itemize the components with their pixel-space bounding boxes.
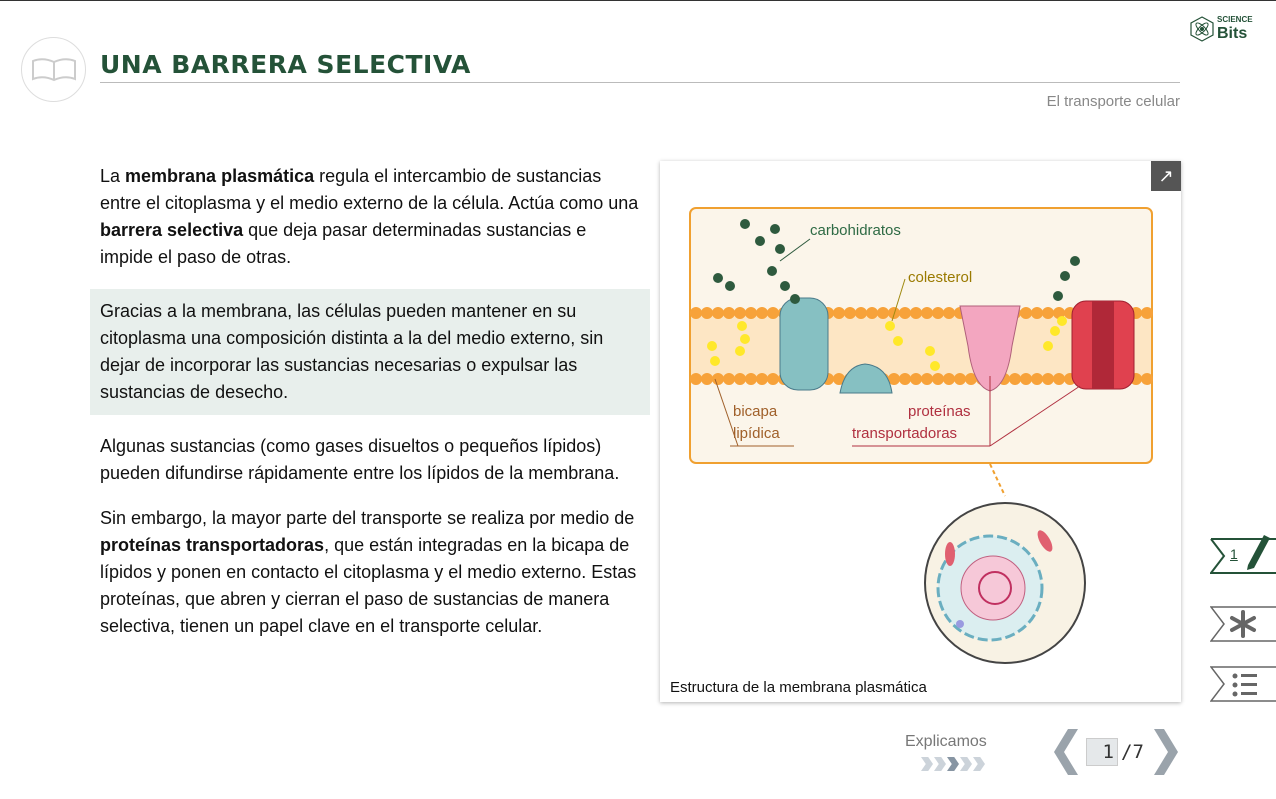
- lipid-head: [888, 373, 900, 385]
- step: [973, 757, 985, 771]
- lipid-head: [701, 307, 713, 319]
- bold-term: proteínas transportadoras: [100, 535, 325, 555]
- atom-icon: [1190, 16, 1214, 42]
- paragraph-1: La membrana plasmática regula el interca…: [100, 163, 640, 271]
- logo-small-text: SCIENCE: [1217, 15, 1253, 24]
- lipid-head: [723, 307, 735, 319]
- paragraph-4: Sin embargo, la mayor parte del transpor…: [100, 505, 640, 640]
- prev-page-button[interactable]: [1050, 727, 1080, 777]
- lipid-head: [767, 307, 779, 319]
- lipid-head: [1141, 373, 1153, 385]
- label-carbohidratos: carbohidratos: [810, 222, 901, 239]
- step: [934, 757, 946, 771]
- title-divider: [100, 82, 1180, 83]
- lipid-head: [745, 373, 757, 385]
- label-transportadoras: transportadoras: [852, 425, 957, 442]
- lipid-head: [712, 373, 724, 385]
- page-title: UNA BARRERA SELECTIVA: [100, 50, 471, 79]
- lipid-head: [767, 373, 779, 385]
- lipid-head: [899, 307, 911, 319]
- text-span: regula el intercambio de sustancias entr…: [100, 166, 639, 213]
- asterisk-icon[interactable]: [1209, 606, 1276, 642]
- expand-icon[interactable]: ↗: [1151, 161, 1181, 191]
- lipid-head: [943, 373, 955, 385]
- lipid-head: [723, 373, 735, 385]
- section-subtitle: El transporte celular: [1046, 93, 1180, 110]
- lipid-head: [954, 373, 966, 385]
- bold-term: barrera selectiva: [100, 220, 244, 240]
- page-total: /7: [1121, 741, 1144, 763]
- label-colesterol: colesterol: [908, 269, 972, 286]
- book-icon[interactable]: [21, 37, 86, 102]
- lipid-head: [833, 373, 845, 385]
- lipid-head: [1141, 307, 1153, 319]
- lipid-head: [1031, 373, 1043, 385]
- text-span: Sin embargo, la mayor parte del transpor…: [100, 508, 635, 528]
- label-bicapa: bicapa: [733, 403, 778, 420]
- lipid-head: [1009, 373, 1021, 385]
- lipid-head: [965, 373, 977, 385]
- lipid-head: [910, 307, 922, 319]
- logo-big-text: Bits: [1217, 25, 1248, 42]
- lipid-head: [932, 307, 944, 319]
- text-span: que deja pasar determinadas sustancias e…: [100, 220, 587, 267]
- lipid-head: [701, 373, 713, 385]
- highlighted-paragraph: Gracias a la membrana, las células puede…: [90, 289, 650, 415]
- lipid-head: [712, 307, 724, 319]
- lipid-head: [690, 373, 702, 385]
- label-lipidica: lipídica: [733, 425, 780, 442]
- text-span: , que están integradas en la bicapa de l…: [100, 535, 637, 636]
- lipid-head: [921, 373, 933, 385]
- lipid-head: [844, 307, 856, 319]
- lipid-head: [877, 307, 889, 319]
- body-text: La membrana plasmática regula el interca…: [90, 163, 650, 658]
- lipid-head: [855, 307, 867, 319]
- step: [960, 757, 972, 771]
- lipid-head: [756, 373, 768, 385]
- lipid-head: [833, 307, 845, 319]
- lipid-head: [1053, 373, 1065, 385]
- step: [921, 757, 933, 771]
- lipid-head: [943, 307, 955, 319]
- notes-count: 1: [1230, 546, 1238, 562]
- lipid-head: [734, 373, 746, 385]
- label-proteinas: proteínas: [908, 403, 971, 420]
- lipid-head: [932, 373, 944, 385]
- chevron-right-icon: [1154, 729, 1178, 775]
- section-label: Explicamos: [905, 733, 987, 750]
- membrane-diagram: carbohidratos colesterol bicapa lipídica…: [689, 207, 1153, 664]
- lipid-head: [734, 307, 746, 319]
- lipid-head: [921, 307, 933, 319]
- bold-term: membrana plasmática: [125, 166, 315, 186]
- text-span: La: [100, 166, 126, 186]
- lipid-head: [1042, 307, 1054, 319]
- lipid-head: [910, 373, 922, 385]
- list-icon[interactable]: [1209, 666, 1276, 702]
- lipid-head: [1031, 307, 1043, 319]
- notes-tab[interactable]: 1: [1208, 531, 1276, 574]
- lipid-head: [690, 307, 702, 319]
- next-page-button[interactable]: [1152, 727, 1182, 777]
- lipid-head: [1020, 373, 1032, 385]
- lipid-head: [899, 373, 911, 385]
- membrane-figure[interactable]: ↗ carbohidratos colesterol bicapa lipídi…: [660, 161, 1181, 702]
- page-input[interactable]: 1: [1086, 738, 1118, 766]
- lipid-head: [756, 307, 768, 319]
- lipid-head: [745, 307, 757, 319]
- paragraph-3: Algunas sustancias (como gases disueltos…: [100, 436, 620, 483]
- chevron-left-icon: [1054, 729, 1078, 775]
- lipid-head: [1042, 373, 1054, 385]
- step-progress: [921, 757, 985, 771]
- figure-caption: Estructura de la membrana plasmática: [670, 679, 927, 696]
- lipid-head: [866, 307, 878, 319]
- lipid-head: [1020, 307, 1032, 319]
- step-active: [947, 757, 959, 771]
